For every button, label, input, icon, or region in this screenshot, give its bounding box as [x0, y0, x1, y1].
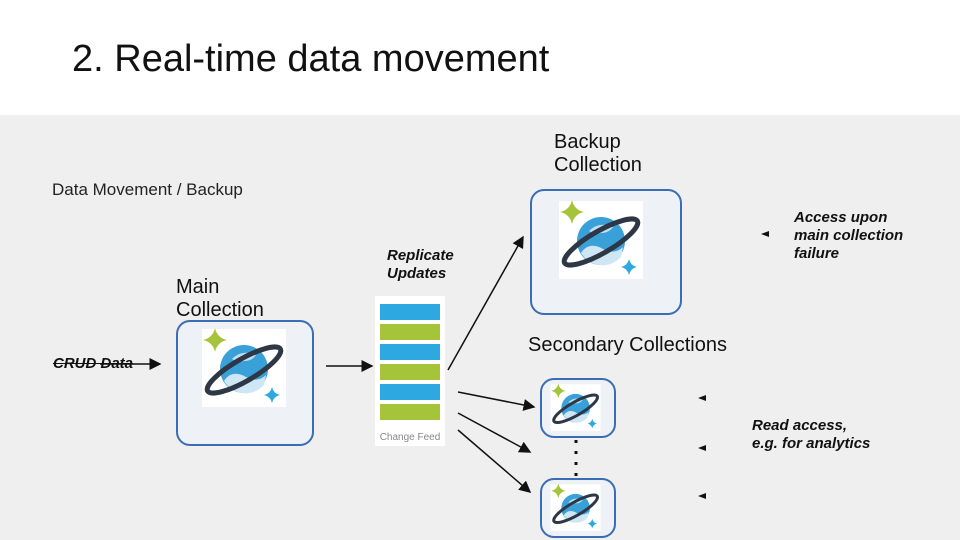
change-feed-bar: [380, 384, 440, 400]
change-feed-bar: [380, 364, 440, 380]
sparkle-icon: [551, 383, 566, 399]
read-access-pointer-1: [698, 395, 706, 401]
feed-to-secondary-1-arrow: [457, 391, 536, 411]
read-access-pointer-2: [698, 445, 706, 451]
sparkle-icon: [264, 387, 280, 403]
secondary-collection-2-cosmos-db-icon: [550, 483, 601, 531]
backup-collection-label: Backup Collection: [554, 131, 642, 176]
diagram-subtitle: Data Movement / Backup: [52, 180, 243, 199]
access-upon-failure-label: Access upon main collection failure: [794, 209, 904, 262]
orbit-ring: [552, 393, 599, 424]
secondary-collection-1-cosmos-db-icon: [550, 383, 601, 431]
read-access-label: Read access, e.g. for analytics: [752, 417, 871, 452]
secondary-collections-label: Secondary Collections: [528, 334, 727, 356]
replicate-updates-label: Replicate Updates: [387, 247, 454, 282]
sparkle-icon: [587, 518, 598, 529]
crud-data-label: CRUD Data: [53, 355, 134, 372]
change-feed-icon: Change Feed: [375, 296, 445, 446]
change-feed-bar: [380, 324, 440, 340]
main-collection-cosmos-db-icon: [202, 328, 286, 407]
sparkle-icon: [203, 328, 227, 352]
change-feed-caption: Change Feed: [379, 432, 441, 443]
change-feed-bar: [380, 344, 440, 360]
orbit-ring: [552, 493, 599, 524]
orbit-ring: [204, 344, 284, 396]
feed-to-secondary-dots-arrow: [457, 412, 532, 453]
orbit-ring: [561, 216, 641, 268]
change-feed-bar: [380, 304, 440, 320]
sparkle-icon: [560, 200, 584, 224]
sparkle-icon: [587, 418, 598, 429]
sparkle-icon: [551, 483, 566, 499]
main-collection-label: Main Collection: [176, 276, 264, 321]
feed-to-backup-arrow: [447, 235, 524, 371]
backup-collection-cosmos-db-icon: [559, 200, 643, 279]
diagram-panel: [0, 115, 960, 540]
feed-to-secondary-2-arrow: [457, 429, 532, 493]
read-access-pointer-3: [698, 493, 706, 499]
slide-title: 2. Real-time data movement: [72, 38, 550, 80]
failure-access-pointer: [761, 231, 769, 237]
sparkle-icon: [621, 259, 637, 275]
change-feed-bar: [380, 404, 440, 420]
